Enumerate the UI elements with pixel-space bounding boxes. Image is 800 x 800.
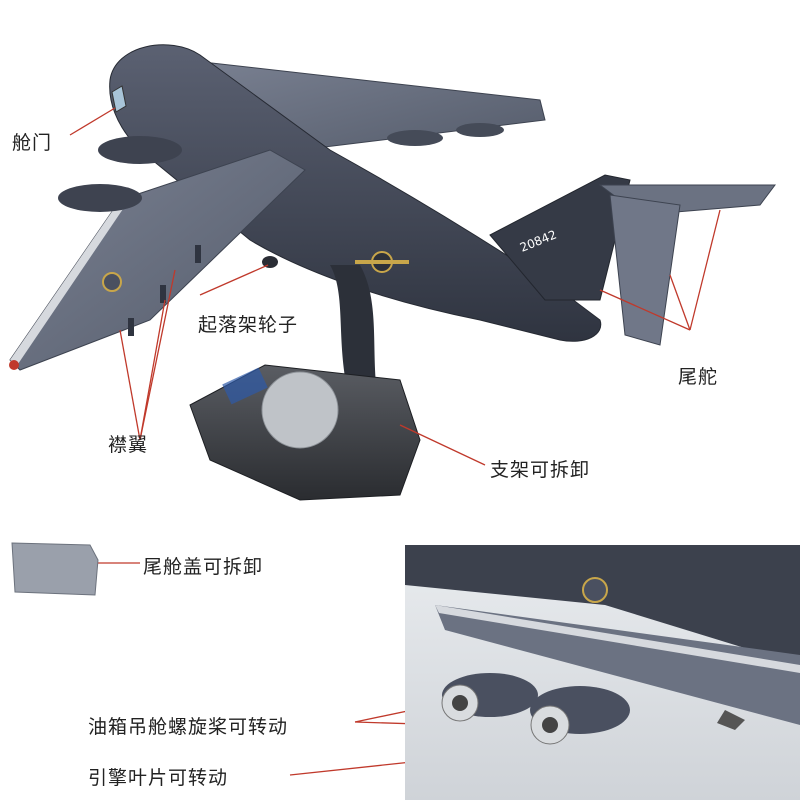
left-wing: [9, 149, 306, 371]
flap-track: [160, 285, 166, 303]
landing-gear-wheel: [262, 256, 278, 268]
tail-cover-part: [11, 542, 99, 596]
wing-leading-edge: [10, 200, 125, 364]
roundel-bar: [355, 260, 409, 264]
flap-track: [128, 318, 134, 336]
label-landing-gear: 起落架轮子: [198, 314, 299, 336]
wing-roundel: [102, 272, 122, 292]
engine-pod: [387, 130, 443, 146]
engine-pod: [58, 184, 142, 212]
engine-closeup-inset: [405, 545, 800, 800]
horizontal-stabilizer: [609, 194, 681, 346]
label-flaps: 襟翼: [108, 434, 149, 456]
label-cabin-door: 舱门: [12, 132, 53, 154]
base-globe: [261, 371, 339, 449]
engine-pod: [456, 123, 504, 137]
label-rudder: 尾舵: [678, 366, 719, 388]
wingtip-light: [9, 360, 19, 370]
engine-pod: [98, 136, 182, 164]
engine-closeup-image: [405, 545, 800, 745]
cabin-door: [111, 85, 127, 113]
label-pods-propeller: 油箱吊舱螺旋桨可转动: [88, 716, 289, 738]
flap-track: [195, 245, 201, 263]
label-tail-cover: 尾舱盖可拆卸: [143, 556, 264, 578]
label-stand: 支架可拆卸: [490, 459, 591, 481]
base-plate: [222, 367, 268, 405]
label-engine-blades: 引擎叶片可转动: [88, 767, 229, 789]
